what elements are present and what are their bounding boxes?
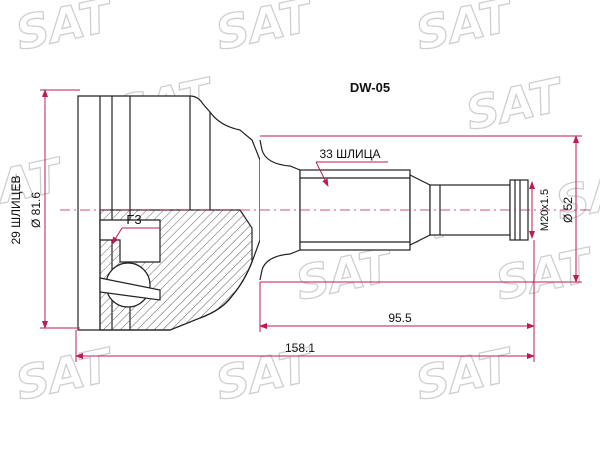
cv-joint-outline (60, 95, 590, 331)
watermark-text: SAT (411, 0, 519, 61)
watermark-text: SAT (461, 67, 569, 140)
splines-shaft-label: 33 ШЛИЦА (319, 147, 380, 161)
part-number: DW-05 (350, 80, 390, 95)
watermark-text: SAT (11, 0, 119, 61)
watermark-text: SAT (211, 0, 319, 61)
diameter-shaft-label: Ø 52 (561, 197, 575, 223)
watermark-text: SAT (491, 237, 599, 310)
thread-label: M20x1.5 (539, 189, 551, 231)
splines-outer-label: 29 ШЛИЦЕВ (9, 175, 23, 244)
watermark-text: SAT (411, 337, 519, 410)
length-shaft-label: 95.5 (388, 311, 412, 325)
watermark-text: SAT (11, 337, 119, 410)
feature-label: F3 (126, 212, 141, 227)
length-total-label: 158.1 (285, 341, 315, 355)
diameter-outer-label: Ø 81.6 (29, 192, 43, 228)
dimension-lines (40, 89, 582, 362)
